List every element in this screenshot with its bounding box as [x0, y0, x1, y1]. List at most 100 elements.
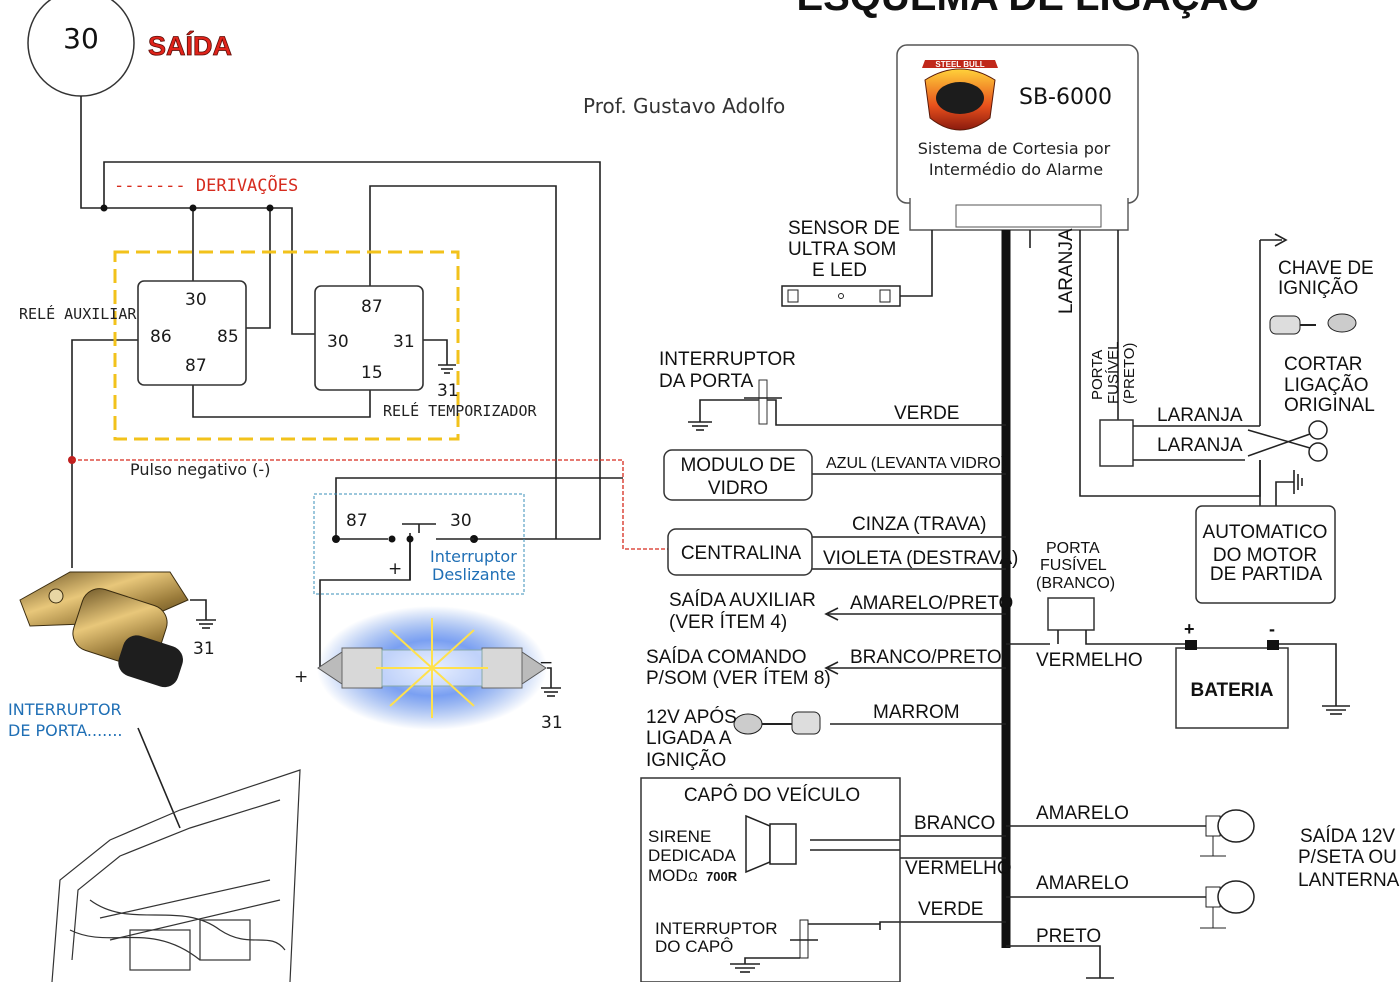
car-door-icon [51, 769, 301, 983]
saida-cmd-label-1: SAÍDA COMANDO [646, 647, 806, 668]
violeta-label: VIOLETA (DESTRAVA) [823, 548, 1018, 569]
laranja-label-2: LARANJA [1157, 435, 1243, 456]
saida-label: SAÍDA [148, 30, 232, 61]
sirene-label-3: MOD [648, 866, 688, 885]
modulo-label-2: VIDRO [708, 478, 768, 499]
int-porta-label-2: DA PORTA [659, 371, 754, 392]
bulb-icon-2 [1200, 880, 1255, 929]
v12-label-2: LIGADA A [646, 728, 732, 749]
centralina-box [667, 528, 813, 576]
aux-pin-87: 87 [185, 356, 207, 376]
switch-30: 30 [450, 511, 472, 531]
bateria-label: BATERIA [1190, 680, 1273, 701]
capo-label: CAPÔ DO VEÍCULO [684, 784, 860, 806]
aux-pin-30: 30 [185, 290, 207, 310]
saida-cmd-label-2: P/SOM (VER ÍTEM 8) [646, 668, 831, 689]
module-model: SB-6000 [1019, 85, 1112, 110]
saida12v-label-2: P/SETA OU [1298, 847, 1397, 868]
preto-label: PRETO [1036, 926, 1101, 947]
vermelho-label: VERMELHO [905, 858, 1012, 879]
lamp-plus: + [294, 667, 308, 687]
bat-minus: - [1269, 619, 1275, 639]
porta-fusivel-vert-2: FUSÍVEL [1105, 341, 1122, 404]
hood-switch-icon [790, 919, 818, 959]
saida-aux-label-2: (VER ÍTEM 4) [669, 612, 787, 633]
sliding-switch [313, 493, 525, 595]
porta-fusivel-vert-3: (PRETO) [1121, 343, 1138, 404]
door-ground: 31 [193, 639, 215, 659]
sirene-model: 700R [706, 869, 738, 884]
output-circle: 30 [27, 0, 135, 97]
module-desc-2: Intermédio do Alarme [929, 160, 1103, 179]
module-brand: STEEL BULL [935, 60, 984, 69]
branco-label: BRANCO [914, 813, 995, 834]
interruptor-label-1: Interruptor [430, 547, 517, 566]
sensor-label-1: SENSOR DE [788, 218, 900, 239]
amarelo-preto-label: AMARELO/PRETO [850, 593, 1013, 614]
chave-label-2: IGNIÇÃO [1278, 277, 1358, 299]
temp-pin-31: 31 [393, 332, 415, 352]
right-wiring [688, 230, 1350, 979]
bat-plus: + [1184, 619, 1195, 639]
v12-label-3: IGNIÇÃO [646, 749, 726, 771]
centralina-label: CENTRALINA [681, 543, 802, 564]
laranja-label-1: LARANJA [1157, 405, 1243, 426]
key-12v-icon [733, 711, 821, 735]
right-labels: SENSOR DE ULTRA SOM E LED LARANJA PORTA … [646, 218, 1400, 956]
title: ESQUEMA DE LIGAÇÃO [797, 0, 1260, 19]
sensor-label-3: E LED [812, 260, 867, 281]
switch-87: 87 [346, 511, 368, 531]
porta-label-2: DE PORTA....... [8, 721, 123, 740]
temp-ground-label: 31 [437, 381, 459, 401]
author: Prof. Gustavo Adolfo [583, 94, 785, 118]
porta-fusivel-vert-1: PORTA [1089, 350, 1106, 400]
door-switch-icon [19, 571, 189, 688]
automatico-label-1: AUTOMATICO [1203, 522, 1328, 543]
ohm-icon: Ω [688, 869, 698, 884]
v12-label-1: 12V APÓS [646, 706, 737, 728]
pulso-label: Pulso negativo (-) [130, 460, 270, 479]
temp-pin-30: 30 [327, 332, 349, 352]
chave-label-1: CHAVE DE [1278, 258, 1374, 279]
amarelo-label-1: AMARELO [1036, 803, 1129, 824]
sirene-label-1: SIRENE [648, 827, 711, 846]
relay-auxiliar: 30 86 85 87 [137, 280, 247, 386]
sensor-label-2: ULTRA SOM [788, 239, 896, 260]
branco-preto-label: BRANCO/PRETO [850, 647, 1002, 668]
pf-branco-label-3: (BRANCO) [1036, 575, 1115, 592]
laranja-vertical: LARANJA [1056, 228, 1077, 314]
alarm-module [896, 44, 1139, 231]
temp-pin-87: 87 [361, 297, 383, 317]
cinza-label: CINZA (TRAVA) [852, 514, 986, 535]
siren-icon [745, 814, 797, 874]
lamp-ground: 31 [541, 713, 563, 733]
pf-branco-label-2: FUSÍVEL [1040, 555, 1107, 574]
relay-temporizador: 87 30 31 15 [314, 285, 424, 391]
module-desc-1: Sistema de Cortesia por [918, 139, 1111, 158]
int-capo-label-2: DO CAPÔ [655, 937, 733, 956]
interruptor-label-2: Deslizante [432, 565, 516, 584]
cortar-label-3: ORIGINAL [1284, 395, 1375, 416]
amarelo-label-2: AMARELO [1036, 873, 1129, 894]
saida-aux-label-1: SAÍDA AUXILIAR [669, 590, 816, 611]
pf-branco-label-1: PORTA [1046, 540, 1100, 557]
marrom-label: MARROM [873, 702, 960, 723]
aux-pin-86: 86 [150, 327, 172, 347]
saida12v-label-1: SAÍDA 12V [1300, 826, 1395, 847]
modulo-label-1: MODULO DE [680, 455, 795, 476]
left-wiring [68, 96, 668, 697]
int-capo-label-1: INTERRUPTOR [655, 919, 777, 938]
automatico-label-3: DE PARTIDA [1210, 564, 1323, 585]
verde-top-label: VERDE [894, 403, 959, 424]
int-porta-label-1: INTERRUPTOR [659, 349, 796, 370]
automatico-label-2: DO MOTOR [1213, 545, 1317, 566]
derivacoes-label: ------- DERIVAÇÕES [114, 174, 298, 196]
bulb-icon-1 [1200, 809, 1255, 857]
aux-pin-85: 85 [217, 327, 239, 347]
verde-bottom-label: VERDE [918, 899, 983, 920]
cortar-label-1: CORTAR [1284, 354, 1362, 375]
cortar-label-2: LIGAÇÃO [1284, 374, 1368, 396]
vermelho-bat-label: VERMELHO [1036, 650, 1143, 671]
ignition-key-icon [1269, 313, 1357, 335]
